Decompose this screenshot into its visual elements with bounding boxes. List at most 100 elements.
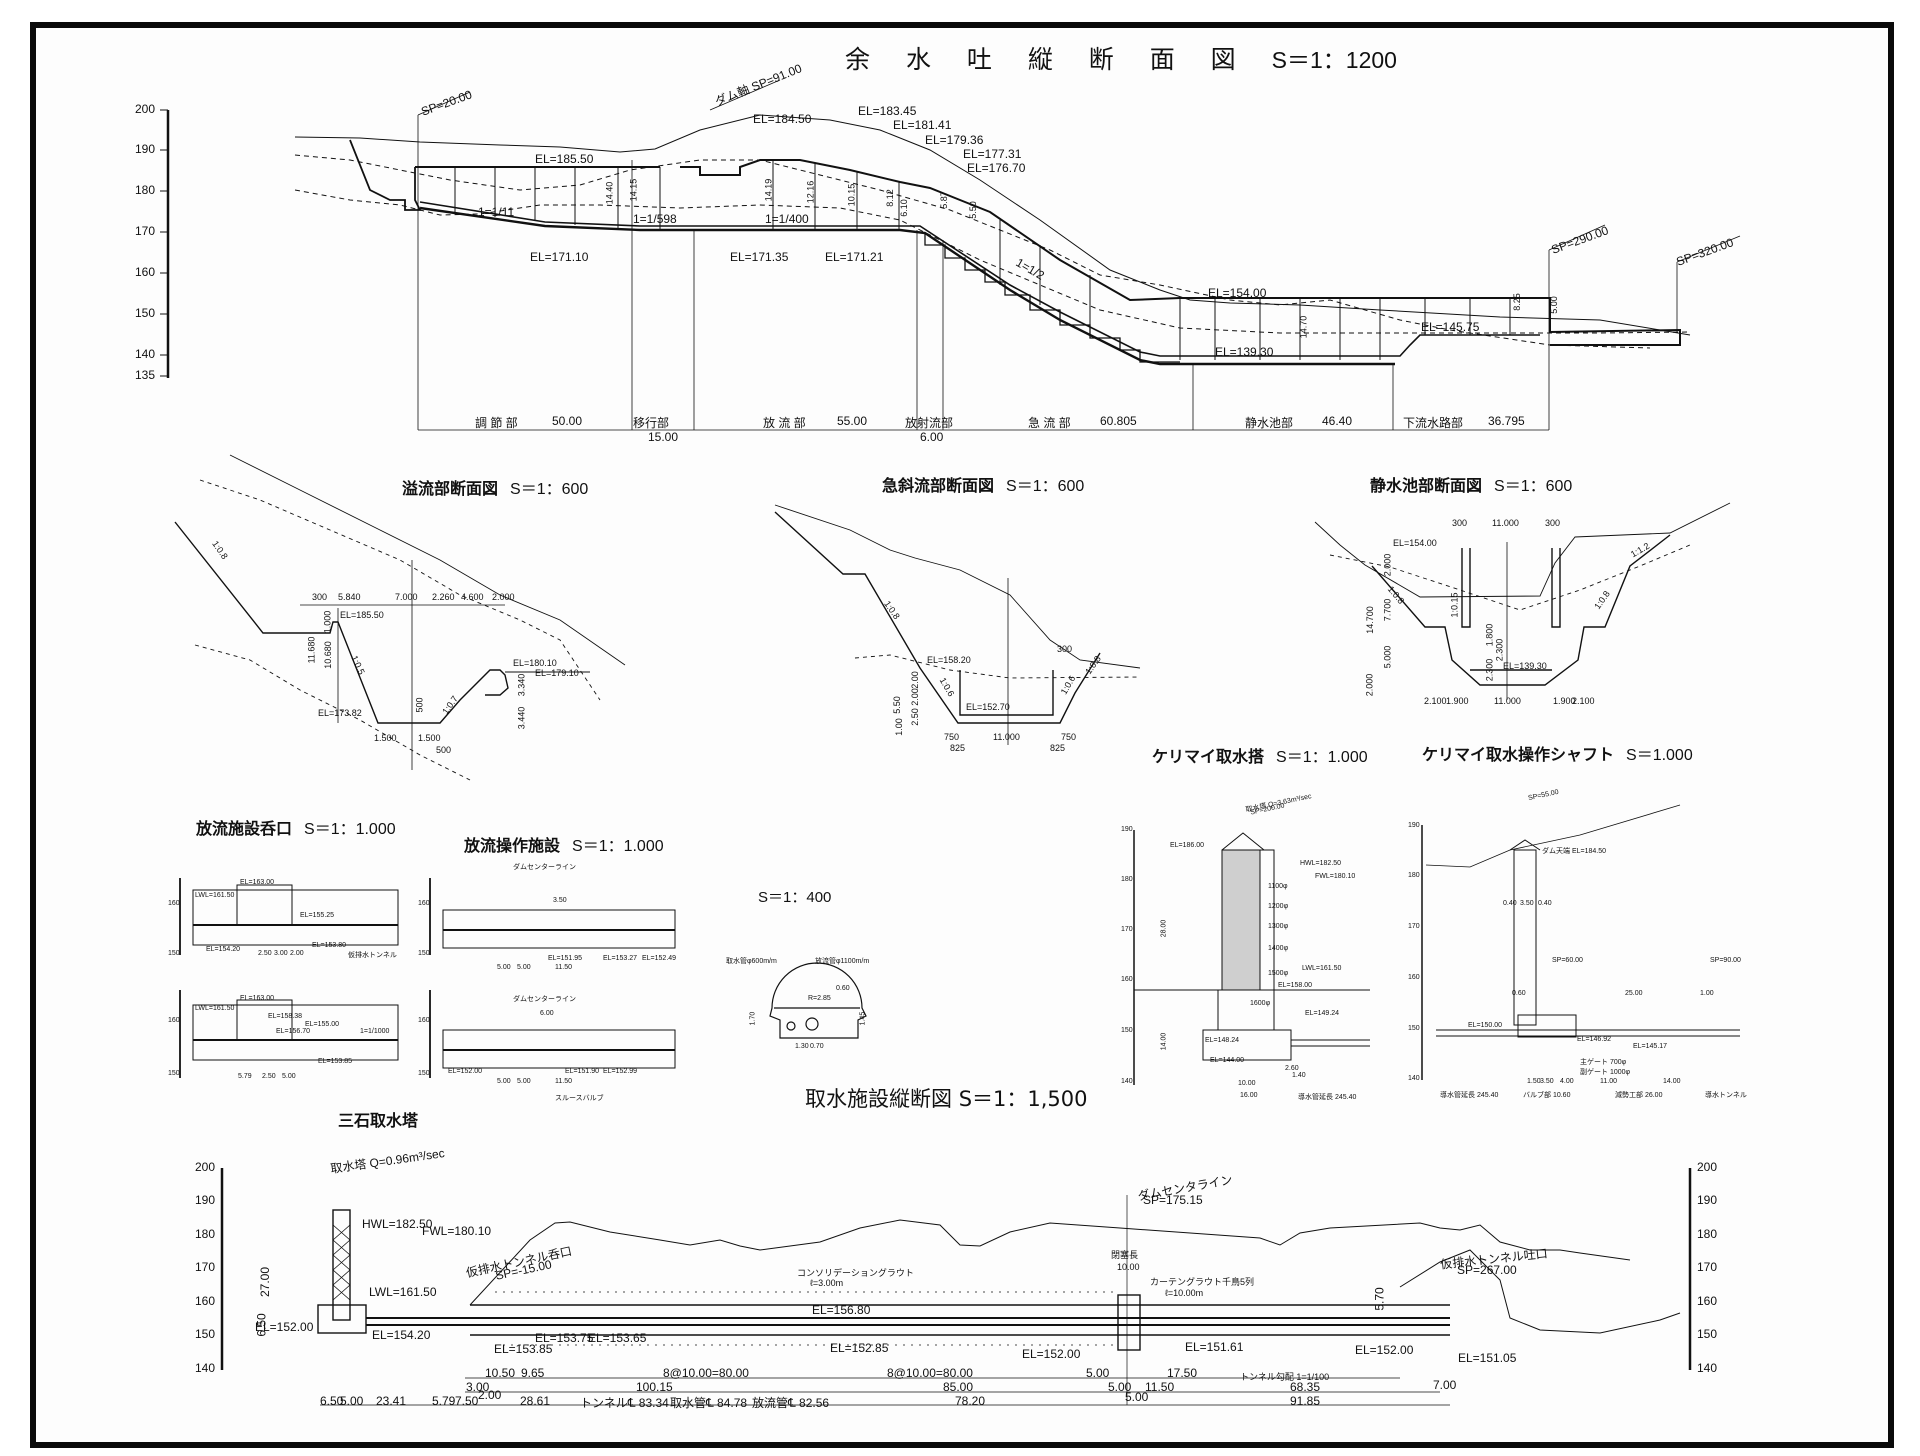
dim-label: 2.50 (909, 708, 920, 726)
main-title-text: 余 水 吐 縦 断 面 図 (845, 45, 1250, 74)
label: コンソリデーショングラウト (797, 1268, 914, 1278)
label: 1.70 (749, 1011, 757, 1026)
label: 導水トンネル (1705, 1092, 1747, 1099)
label: 28.00 (1160, 919, 1168, 938)
axis-tick: 200 (1697, 1160, 1718, 1174)
axis-tick: 190 (195, 1193, 216, 1207)
label: EL=151.95 (548, 955, 583, 962)
label: 減勢工部 26.00 (1615, 1092, 1663, 1099)
section-name: 急 流 部 (1028, 416, 1071, 430)
dim-label: 11.000 (993, 732, 1020, 742)
dim-label: 100.15 (636, 1380, 673, 1394)
elevation-label: EL=179.36 (925, 133, 984, 147)
dim-label: 4.600 (461, 592, 484, 602)
label: EL=145.17 (1633, 1043, 1668, 1050)
dim-label: 91.85 (1290, 1394, 1321, 1408)
title-text: 溢流部断面図 (402, 479, 499, 498)
dim-label: 7.00 (1433, 1378, 1457, 1392)
axis-tick: 190 (1408, 822, 1420, 829)
main-title-scale: S＝1：1200 (1271, 47, 1397, 73)
label: 11.50 (555, 964, 572, 971)
title-text: 取水施設縦断図 (805, 1087, 952, 1111)
section-boundaries (417, 79, 1741, 431)
elevation-label: EL=152.85 (830, 1341, 889, 1355)
axis-tick: 180 (1121, 876, 1133, 883)
label: SP=90.00 (1710, 957, 1741, 964)
elevation-label: EL=151.61 (1185, 1340, 1244, 1354)
dim-label: 85.00 (943, 1380, 974, 1394)
label: 0.40 (1538, 900, 1552, 907)
label: EL=152.00 (448, 1068, 483, 1075)
profile-axis-ticks (160, 109, 168, 377)
label: 閉塞長 (1111, 1250, 1139, 1260)
label: EL=149.24 (1305, 1010, 1340, 1017)
title-scale: S＝1.000 (1626, 747, 1693, 764)
label: 放流管φ1100m/m (815, 958, 870, 965)
depth-label: 14.15 (628, 178, 639, 202)
depth-label: 14.19 (763, 178, 774, 202)
elevation-label: EL=153.75 (535, 1331, 594, 1345)
kerimai-tower-drawing (1133, 830, 1370, 1085)
label: 16.00 (1240, 1092, 1258, 1099)
rock-line (294, 154, 1651, 349)
outlet-inlet-drawings (179, 878, 676, 1078)
section-name: 調 節 部 (475, 416, 518, 430)
dim-label: 825 (950, 743, 966, 753)
label: ダムセンターライン (513, 996, 576, 1003)
label: 導水管延長 245.40 (1298, 1094, 1357, 1101)
label: 14.00 (1663, 1078, 1681, 1085)
elevation-label: EL=152.70 (966, 702, 1010, 712)
intake-tower (332, 1209, 351, 1321)
label: 2.00 (290, 950, 304, 957)
axis-tick: 140 (1121, 1078, 1133, 1085)
dim-label: 27.00 (258, 1266, 273, 1298)
dim-label: 8@10.00=80.00 (887, 1366, 973, 1380)
label: 2.50 (258, 950, 272, 957)
label: 5.00 (282, 1073, 296, 1080)
axis-tick: 200 (195, 1160, 216, 1174)
intake-ground (469, 1219, 1631, 1306)
title-scale: S＝1：600 (1006, 478, 1085, 495)
dim-label: 6.50 (320, 1394, 344, 1408)
elevation-label: EL=171.10 (530, 250, 589, 264)
dim-label: 2.300 (1494, 638, 1505, 662)
axis-tick: 180 (1408, 872, 1420, 879)
dim-label: 取水管℄ 84.78 (670, 1396, 748, 1410)
label: EL=155.00 (305, 1021, 340, 1028)
axis-tick: 150 (1408, 1025, 1420, 1032)
dim-label: 2.100 (1572, 696, 1595, 706)
label: EL=146.92 (1577, 1036, 1612, 1043)
title-scale: S＝1：600 (510, 481, 589, 498)
kerimai-shaft-drawing (1421, 804, 1740, 1080)
stilling-section-drawing (1314, 502, 1731, 700)
elevation-label: EL=171.35 (730, 250, 789, 264)
weir-left (349, 139, 422, 211)
elevation-label: EL=152.00 (1022, 1347, 1081, 1361)
dim-label: 17.50 (1167, 1366, 1198, 1380)
label: LWL=161.50 (195, 892, 235, 899)
axis-tick: 150 (418, 950, 430, 957)
axis-tick: 135 (135, 368, 156, 382)
dim-label: 7.50 (455, 1394, 479, 1408)
label: 25.00 (1625, 990, 1643, 997)
dim-label: 9.65 (521, 1366, 545, 1380)
label: LWL=161.50 (1302, 965, 1342, 972)
elevation-label: EL=152.00 (255, 1320, 314, 1334)
axis-tick: 180 (1697, 1227, 1718, 1241)
label: 副ゲート 1000φ (1580, 1069, 1631, 1076)
axis-tick: 150 (135, 306, 156, 320)
dim-label: 500 (414, 697, 425, 713)
spillway-profile (160, 79, 1741, 431)
axis-tick: 170 (135, 224, 156, 238)
label: EL=151.90 (565, 1068, 600, 1075)
dim-label: 2.000 (492, 592, 515, 602)
label: 1.50 (1527, 1078, 1541, 1085)
dim-label: 1.500 (374, 733, 397, 743)
slope-label: 1=1/598 (633, 212, 677, 226)
label: 5.00 (517, 1078, 531, 1085)
label: EL=163.00 (240, 995, 275, 1002)
elevation-label: EL=154.00 (1393, 538, 1437, 548)
label: 10.00 (1238, 1080, 1256, 1087)
depth-label: 14.70 (1298, 315, 1309, 339)
